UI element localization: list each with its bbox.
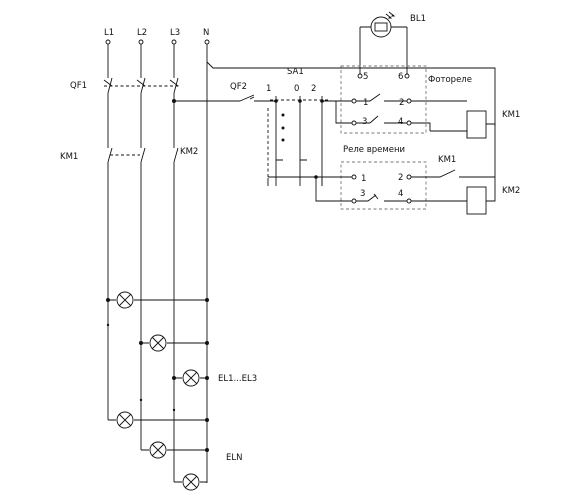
sa1-pos-1: 1 [266, 84, 271, 94]
sa1-pos-2: 2 [311, 84, 316, 94]
photorelay-label: Фотореле [428, 75, 472, 85]
qf1-label: QF1 [70, 81, 87, 91]
km1-contact-label: KM1 [438, 155, 456, 165]
bus-l2 [140, 44, 146, 450]
km2-coil [466, 186, 496, 215]
sa1-pos-0: 0 [294, 84, 299, 94]
label-l3: L3 [170, 28, 180, 38]
km1-main-label: KM1 [60, 152, 78, 162]
l3-to-control [172, 99, 240, 103]
bus-terminals [105, 39, 210, 45]
pr-terminal-6: 6 [398, 72, 403, 82]
bus-l3 [173, 44, 179, 482]
qf2-label: QF2 [230, 82, 247, 92]
time-relay-contacts [268, 169, 495, 202]
bus-l1 [107, 44, 113, 420]
lamp-row-n1 [108, 411, 209, 429]
tr-terminal-2: 2 [398, 173, 403, 183]
lamp-row-1 [106, 291, 209, 309]
pr-terminal-3: 3 [362, 117, 367, 127]
pr-terminal-4: 4 [398, 117, 403, 127]
qf1-breaker [103, 79, 180, 87]
sa1-switch [267, 96, 330, 186]
km1-coil [430, 110, 496, 186]
lamp-row-3 [172, 369, 209, 387]
tr-terminal-4: 4 [398, 189, 403, 199]
time-relay-label: Реле времени [343, 145, 405, 155]
sa1-label: SA1 [287, 67, 304, 77]
km2-main-label: KM2 [180, 147, 198, 157]
pr-terminal-2: 2 [399, 98, 404, 108]
km2-coil-label: KM2 [502, 186, 520, 196]
km1-coil-label: KM1 [502, 110, 520, 120]
tr-terminal-1: 1 [361, 174, 366, 184]
bl1-photoresistor [359, 11, 408, 74]
el1-el3-label: EL1...EL3 [218, 374, 257, 384]
label-l2: L2 [137, 28, 147, 38]
n-top-line [206, 61, 496, 126]
lamp-row-2 [139, 334, 209, 352]
lamp-row-n2 [141, 441, 209, 459]
photorelay-box [340, 65, 427, 134]
lamp-row-n3 [174, 473, 207, 491]
label-n: N [203, 28, 209, 38]
label-l1: L1 [104, 28, 114, 38]
photorelay-contacts [322, 93, 467, 131]
bus-junctions [106, 323, 176, 412]
qf2-breaker [239, 94, 276, 102]
pr-terminal-1: 1 [363, 98, 368, 108]
eln-label: ELN [226, 453, 242, 463]
pr-terminal-5: 5 [363, 72, 368, 82]
tr-terminal-3: 3 [360, 189, 365, 199]
bl1-label: BL1 [410, 14, 426, 24]
